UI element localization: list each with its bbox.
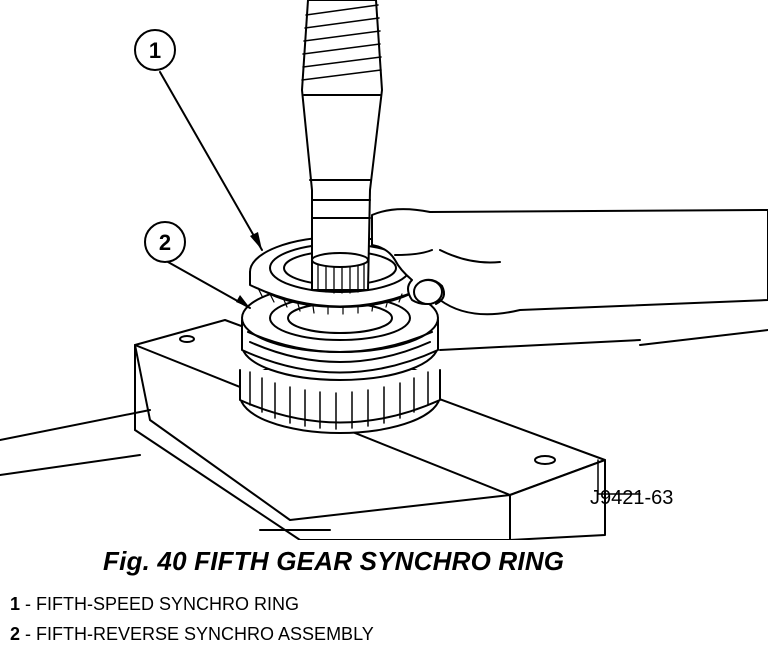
legend-item: 1 - FIFTH-SPEED SYNCHRO RING bbox=[10, 594, 299, 615]
legend-text: FIFTH-SPEED SYNCHRO RING bbox=[36, 594, 300, 614]
callout-leaders bbox=[159, 71, 641, 495]
callout-2-number: 2 bbox=[159, 230, 171, 255]
legend-number: 2 bbox=[10, 624, 21, 644]
figure-id: J9421-63 bbox=[590, 487, 673, 509]
main-shaft bbox=[301, 0, 383, 294]
legend-separator: - bbox=[20, 624, 37, 644]
synchro-ring-illustration: 1 2 J9421-63 bbox=[0, 0, 768, 540]
figure-caption: Fig. 40 FIFTH GEAR SYNCHRO RING bbox=[103, 546, 565, 576]
legend-separator: - bbox=[20, 594, 37, 614]
legend-item: 2 - FIFTH-REVERSE SYNCHRO ASSEMBLY bbox=[10, 624, 374, 645]
callout-2-circle bbox=[144, 221, 186, 263]
callout-2-leader bbox=[167, 261, 251, 309]
technician-hand bbox=[371, 208, 768, 316]
callout-1-leader bbox=[159, 71, 263, 251]
callout-1-circle bbox=[134, 29, 176, 71]
legend-text: FIFTH-REVERSE SYNCHRO ASSEMBLY bbox=[36, 624, 374, 644]
figure-id-bracket bbox=[597, 459, 641, 495]
callout-1-number: 1 bbox=[149, 38, 161, 63]
legend-number: 1 bbox=[10, 594, 21, 614]
